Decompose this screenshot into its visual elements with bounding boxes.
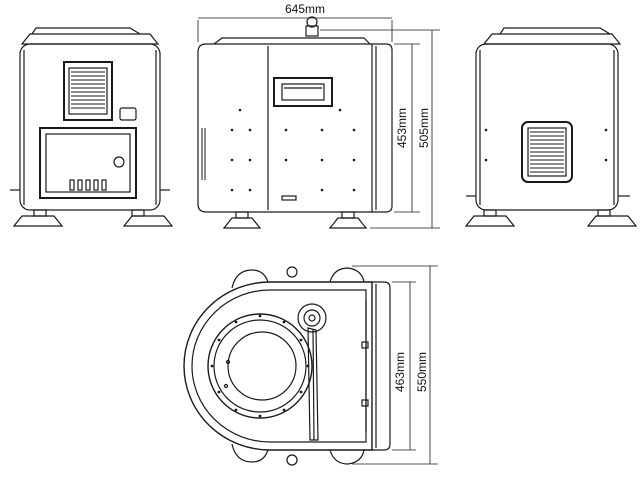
- top-view: [183, 266, 391, 466]
- top-lifting-arm: [297, 303, 327, 441]
- front-label-plate: [119, 107, 137, 121]
- label-height-body: 453mm: [395, 108, 409, 148]
- side-handle: [273, 77, 333, 107]
- dimension-heights: [320, 29, 440, 229]
- dimension-depths: [352, 265, 438, 465]
- front-vent-grille: [63, 61, 113, 121]
- rear-view: [464, 27, 638, 227]
- front-control-panel: [39, 127, 137, 199]
- side-vent-slots: [201, 128, 206, 180]
- label-width: 645mm: [285, 2, 325, 16]
- lifting-eye: [305, 16, 319, 37]
- rear-vent-grille: [521, 121, 573, 183]
- dimension-width: [197, 17, 393, 42]
- front-view: [10, 27, 174, 227]
- top-cover-circle: [207, 313, 313, 419]
- label-height-total: 505mm: [417, 108, 431, 148]
- side-rivets: [230, 108, 356, 192]
- side-feet: [222, 211, 368, 229]
- rear-feet: [464, 195, 638, 227]
- side-badge: [281, 195, 297, 201]
- front-feet: [10, 189, 174, 227]
- breaker-switches: [69, 179, 107, 191]
- label-depth-total: 550mm: [415, 352, 429, 392]
- side-view: [197, 16, 393, 229]
- label-depth-body: 463mm: [393, 352, 407, 392]
